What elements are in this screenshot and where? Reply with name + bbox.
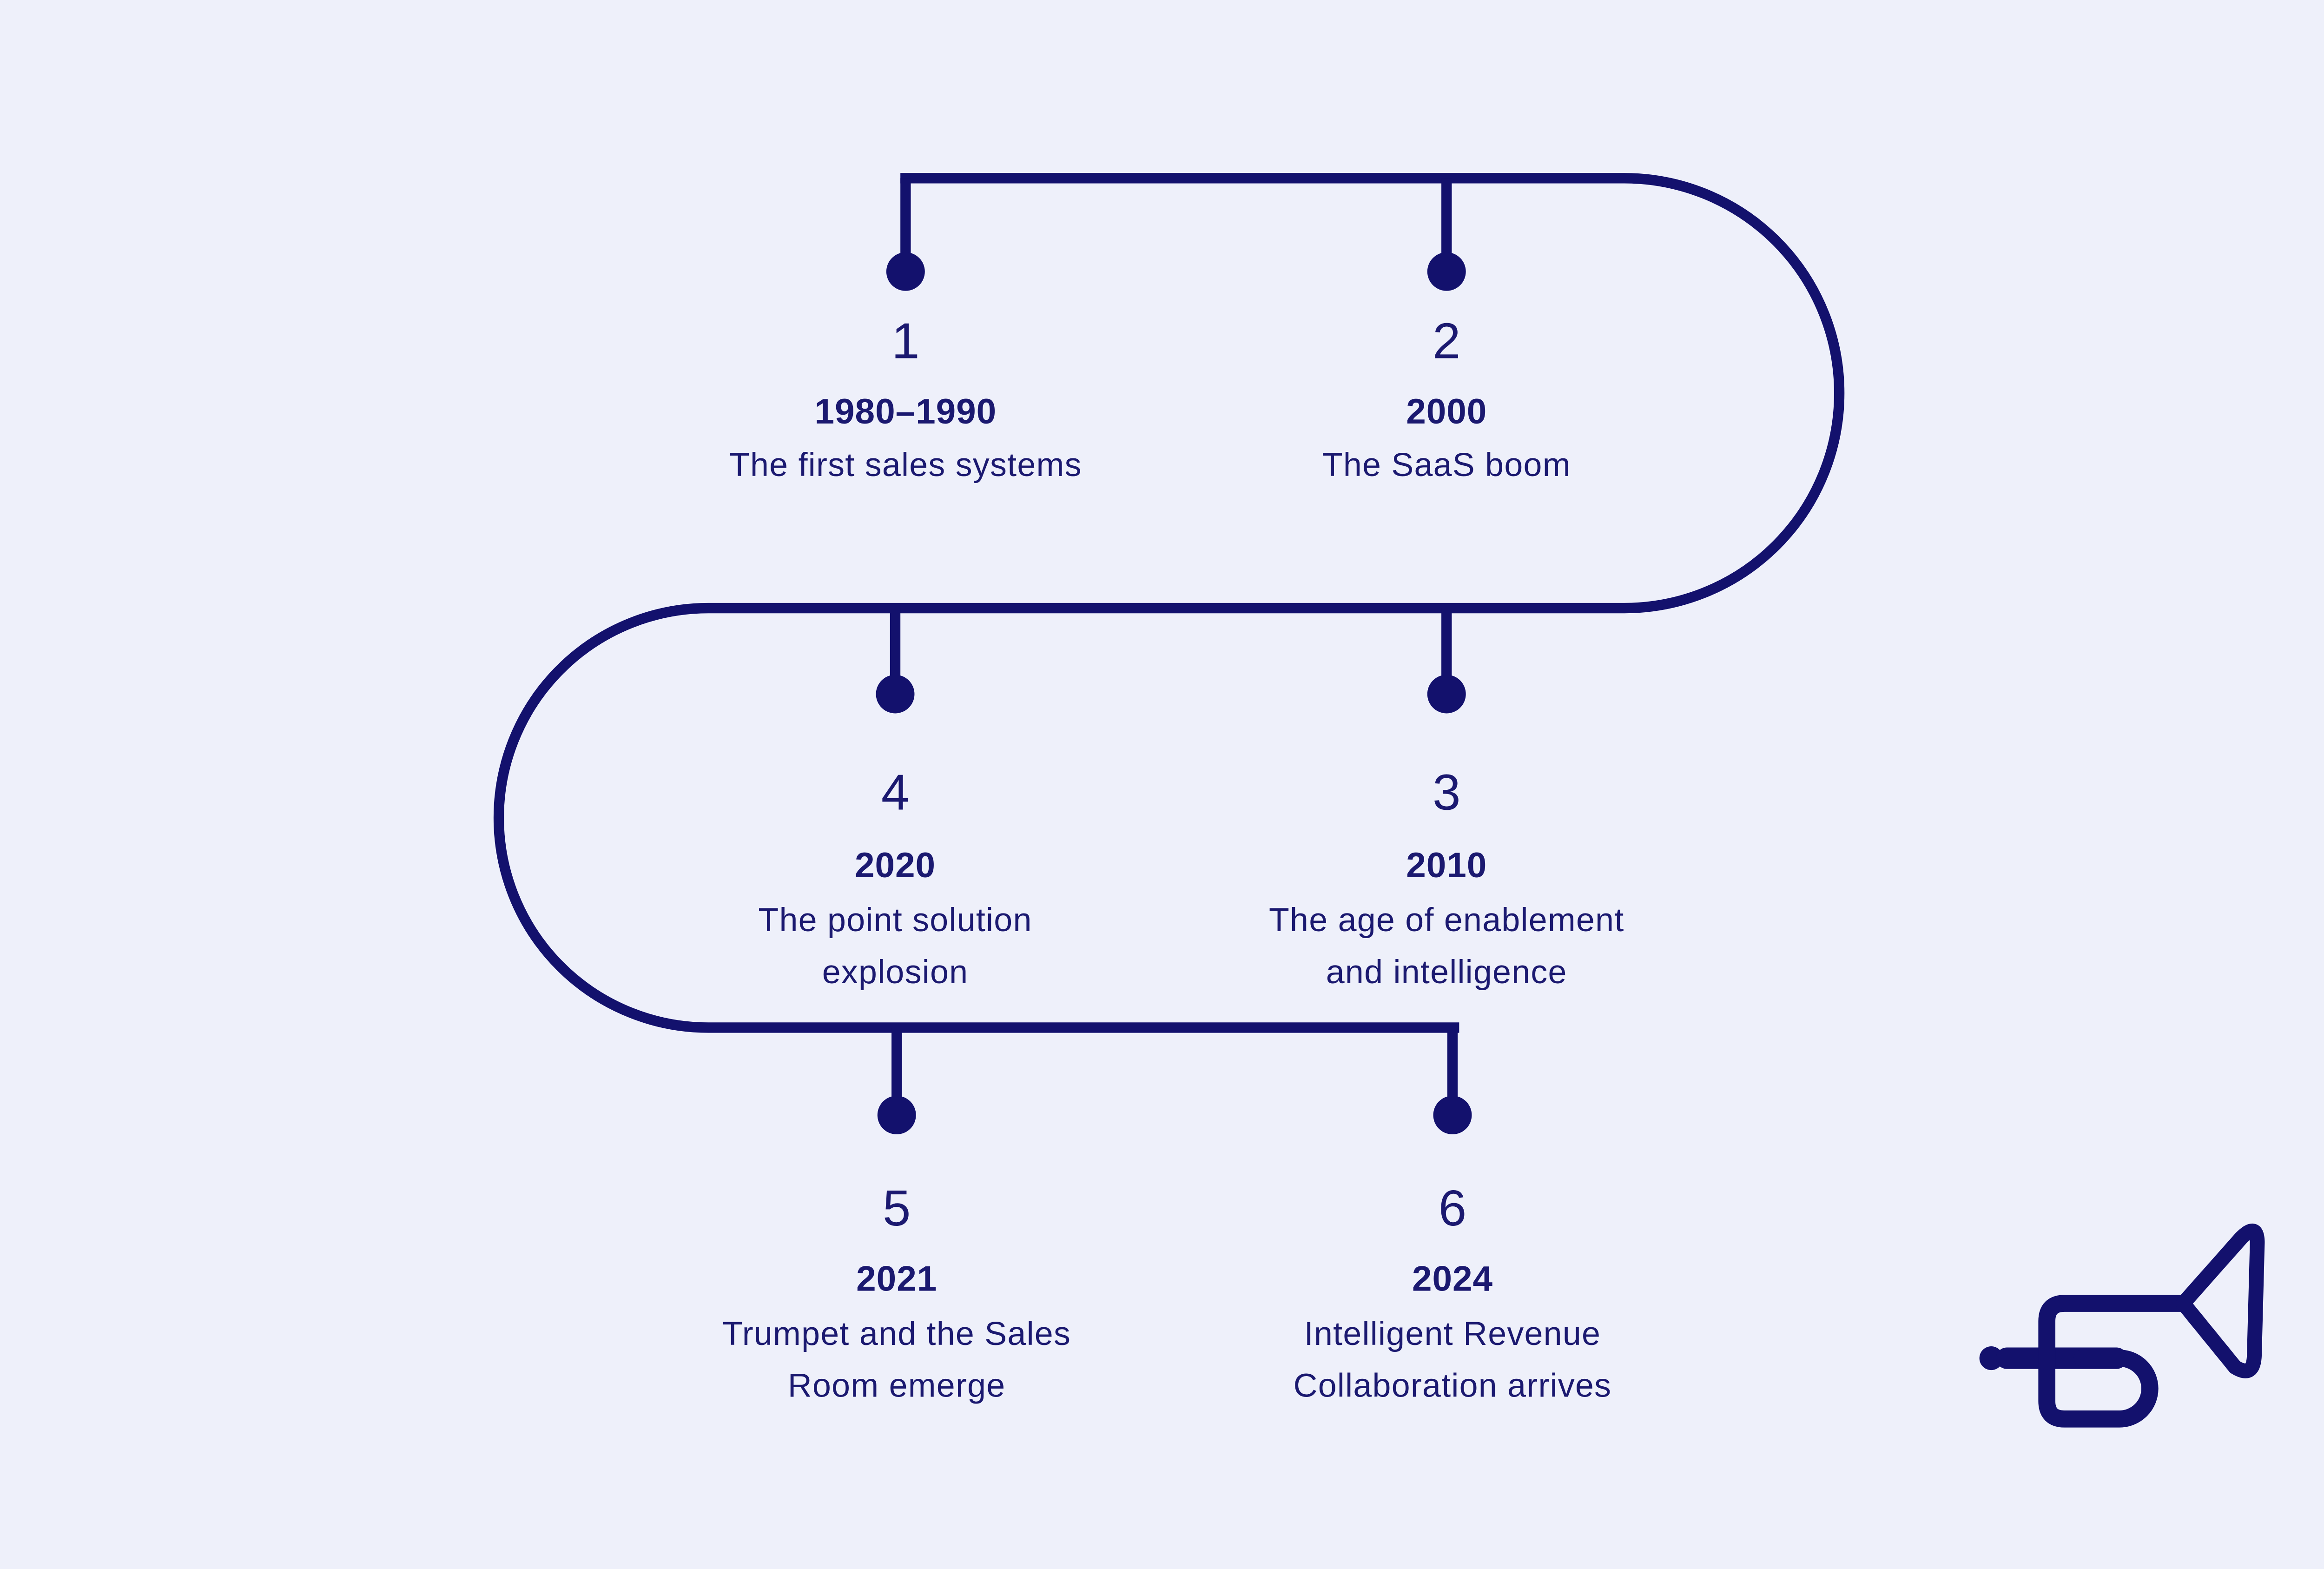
milestone-year: 1980–1990 bbox=[815, 392, 997, 431]
milestone-number: 5 bbox=[883, 1180, 911, 1236]
milestone-description-line: Intelligent Revenue bbox=[1304, 1315, 1601, 1352]
milestone-description-line: and intelligence bbox=[1326, 953, 1567, 991]
milestone-description-line: The point solution bbox=[758, 901, 1032, 939]
milestone-year: 2021 bbox=[856, 1259, 937, 1298]
milestone-2: 2 2000 The SaaS boom bbox=[1322, 313, 1571, 484]
milestone-5: 5 2021 Trumpet and the Sales Room emerge bbox=[722, 1180, 1071, 1404]
milestone-dot-2 bbox=[1427, 252, 1466, 291]
milestone-description-line: The age of enablement bbox=[1269, 901, 1624, 939]
milestone-year: 2010 bbox=[1406, 846, 1487, 885]
milestone-dot-3 bbox=[1427, 675, 1466, 714]
milestone-description-line: Trumpet and the Sales bbox=[722, 1315, 1071, 1352]
milestone-number: 2 bbox=[1433, 313, 1460, 369]
milestone-dot-4 bbox=[876, 675, 915, 714]
timeline-path bbox=[493, 173, 1845, 1033]
milestone-number: 1 bbox=[891, 313, 919, 369]
milestone-year: 2000 bbox=[1406, 392, 1487, 431]
milestone-dot-6 bbox=[1433, 1096, 1472, 1135]
milestone-number: 3 bbox=[1433, 764, 1460, 821]
milestone-dot-5 bbox=[877, 1096, 916, 1135]
trumpet-logo-icon bbox=[1979, 1224, 2265, 1428]
milestone-description-line: Collaboration arrives bbox=[1294, 1367, 1612, 1404]
milestone-year: 2020 bbox=[855, 846, 936, 885]
milestone-3: 3 2010 The age of enablement and intelli… bbox=[1269, 764, 1624, 991]
milestone-description-line: The first sales systems bbox=[729, 446, 1082, 483]
milestone-6: 6 2024 Intelligent Revenue Collaboration… bbox=[1294, 1180, 1612, 1404]
milestone-4: 4 2020 The point solution explosion bbox=[758, 764, 1032, 991]
milestone-year: 2024 bbox=[1412, 1259, 1493, 1298]
milestone-1: 1 1980–1990 The first sales systems bbox=[729, 313, 1082, 484]
milestone-number: 6 bbox=[1439, 1180, 1466, 1236]
milestone-description-line: explosion bbox=[822, 953, 969, 991]
milestone-number: 4 bbox=[881, 764, 909, 821]
milestone-dot-1 bbox=[886, 252, 925, 291]
milestone-description-line: The SaaS boom bbox=[1322, 446, 1571, 483]
milestone-description-line: Room emerge bbox=[788, 1367, 1006, 1404]
